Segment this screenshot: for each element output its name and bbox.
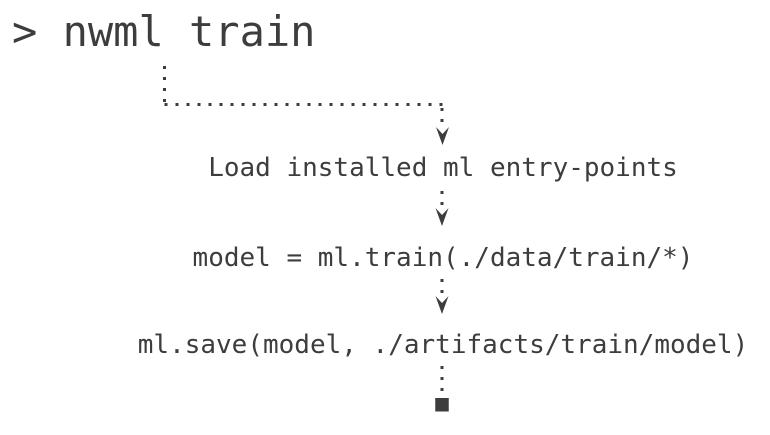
step-label-train-model: model = ml.train(./data/train/*) <box>192 243 694 273</box>
arrow-down-icon <box>435 208 449 226</box>
step-label-save-model: ml.save(model, ./artifacts/train/model) <box>137 330 749 360</box>
prompt-symbol: > <box>12 7 38 56</box>
arrow-down-icon <box>436 127 449 145</box>
arrow-down-icon <box>435 296 449 314</box>
end-terminator-square-icon <box>435 398 449 412</box>
dotted-connector-from-command <box>163 66 447 123</box>
terminal-command-line: > nwml train <box>12 10 315 54</box>
step-label-load-entry-points: Load installed ml entry-points <box>208 153 678 183</box>
command-text: nwml train <box>62 7 316 56</box>
